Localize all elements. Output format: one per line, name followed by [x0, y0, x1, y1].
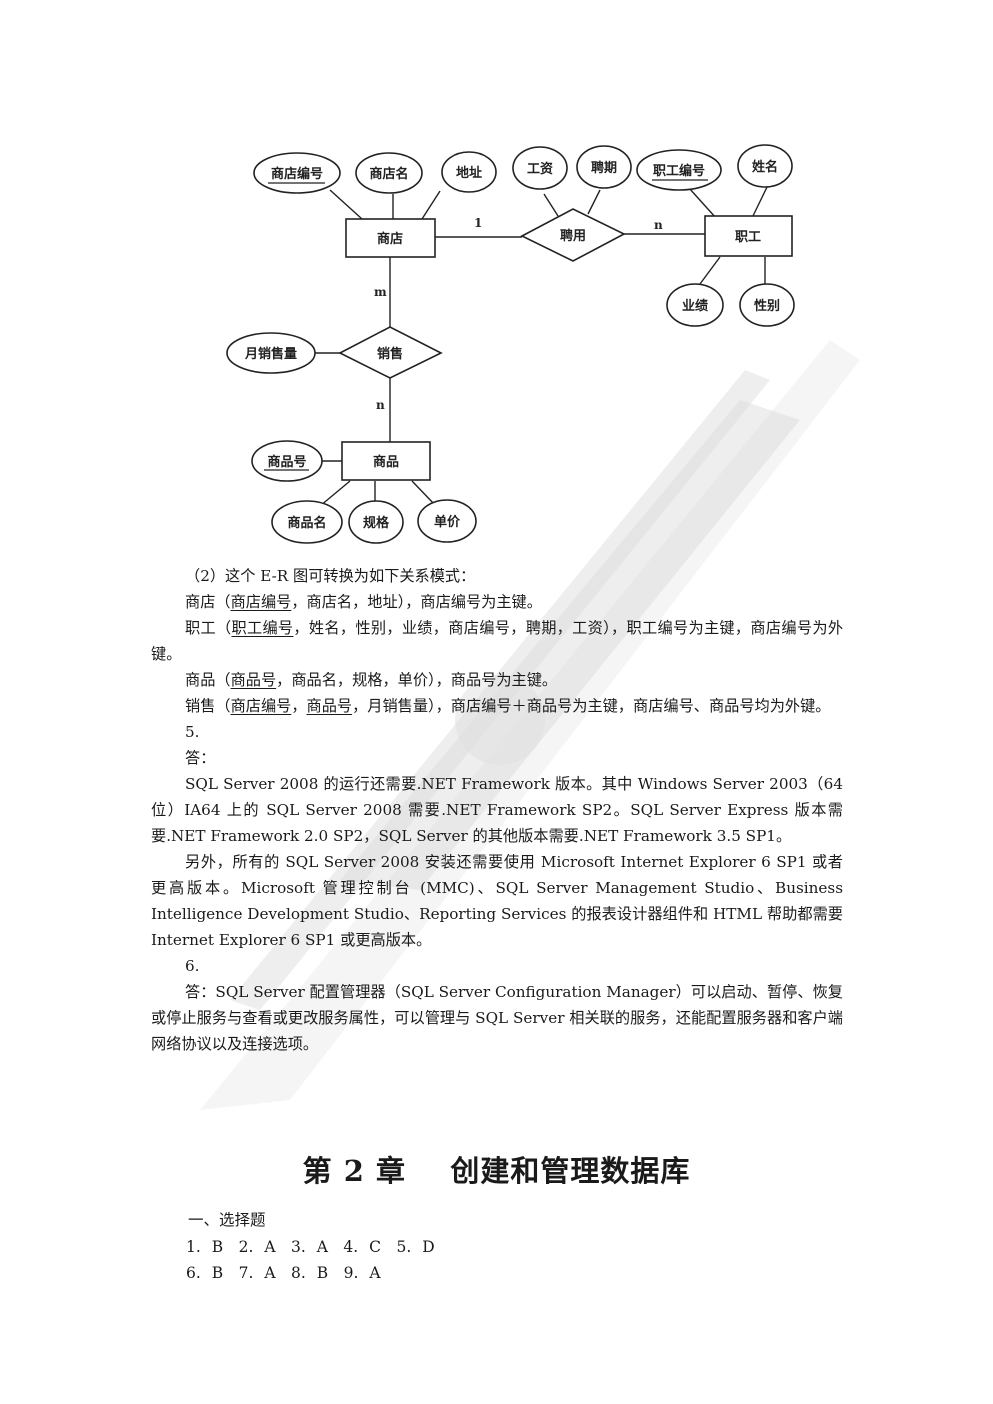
answers-row-2: 6. B 7. A 8. B 9. A — [186, 1264, 381, 1282]
attr-monthly-sales: 月销售量 — [244, 346, 297, 362]
schema-intro: （2）这个 E-R 图可转换为如下关系模式： — [185, 567, 476, 585]
entity-store: 商店 — [377, 231, 403, 247]
primary-key: 商品号 — [230, 671, 277, 689]
cardinality-hire-left: 1 — [474, 216, 482, 230]
schema-employee: 职工（职工编号，姓名，性别，业绩，商店编号，聘期，工资），职工编号为主键，商店编… — [151, 619, 844, 663]
schema-sale: 销售（商店编号，商品号，月销售量），商店编号＋商品号为主键，商店编号、商品号均为… — [185, 697, 831, 715]
section-heading-choice: 一、选择题 — [188, 1211, 266, 1229]
schema-store: 商店（商店编号，商店名，地址），商店编号为主键。 — [185, 593, 542, 611]
attr-employee-id: 职工编号 — [653, 163, 705, 179]
attr-product-id: 商品号 — [267, 454, 306, 470]
entity-employee: 职工 — [735, 230, 761, 245]
attr-performance: 业绩 — [682, 298, 708, 314]
attr-price: 单价 — [434, 514, 461, 530]
q6-number: 6. — [185, 957, 200, 975]
primary-key: 商店编号 — [230, 697, 292, 715]
attr-gender: 性别 — [754, 298, 780, 314]
primary-key: 商店编号 — [230, 593, 292, 611]
q5-paragraph-2: 另外，所有的 SQL Server 2008 安装还需要使用 Microsoft… — [151, 853, 843, 949]
schema-product: 商品（商品号，商品名，规格，单价），商品号为主键。 — [185, 671, 558, 689]
cardinality-sale-bottom: n — [376, 398, 385, 412]
attr-product-name: 商品名 — [287, 515, 326, 531]
attr-store-name: 商店名 — [369, 166, 408, 182]
relationship-sale: 销售 — [377, 346, 403, 362]
cardinality-sale-top: m — [374, 285, 387, 299]
primary-key: 职工编号 — [231, 619, 294, 637]
er-diagram: 商店编号 商店名 地址 工资 聘期 职工编号 姓名 业绩 性别 月销售量 商品号… — [226, 144, 795, 544]
attr-address: 地址 — [456, 165, 482, 181]
q5-paragraph-1: SQL Server 2008 的运行还需要.NET Framework 版本。… — [151, 775, 843, 845]
q6-answer: 答：SQL Server 配置管理器（SQL Server Configurat… — [151, 983, 843, 1053]
attr-term: 聘期 — [591, 160, 617, 176]
cardinality-hire-right: n — [654, 218, 663, 232]
chapter-title: 第 2 章 创建和管理数据库 — [302, 1154, 691, 1188]
relational-schema-section: （2）这个 E-R 图可转换为如下关系模式： 商店（商店编号，商店名，地址），商… — [151, 563, 843, 1057]
primary-key: 商品号 — [306, 697, 353, 715]
q5-answer-label: 答： — [185, 749, 216, 767]
relationship-hire: 聘用 — [560, 228, 586, 244]
attr-salary: 工资 — [527, 161, 553, 177]
attr-store-id: 商店编号 — [271, 166, 323, 182]
entity-product: 商品 — [373, 454, 399, 470]
answers-row-1: 1. B 2. A 3. A 4. C 5. D — [186, 1238, 435, 1256]
attr-name: 姓名 — [751, 159, 778, 175]
q5-number: 5. — [185, 723, 200, 741]
attr-spec: 规格 — [363, 515, 390, 531]
